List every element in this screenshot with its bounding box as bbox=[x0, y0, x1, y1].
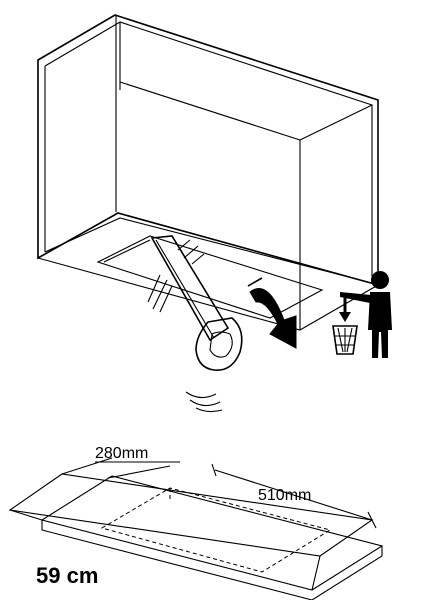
vibration-icon bbox=[185, 391, 223, 413]
arrow-icon bbox=[247, 277, 297, 349]
drop-arrow-icon bbox=[339, 298, 351, 322]
trash-bin-icon bbox=[332, 325, 358, 355]
cabinet-icon bbox=[36, 14, 380, 331]
width-dimension-label: 510mm bbox=[258, 487, 311, 504]
person-icon bbox=[340, 271, 392, 358]
depth-dimension-label: 280mm bbox=[95, 445, 148, 462]
size-label: 59 cm bbox=[36, 563, 98, 588]
saw-icon bbox=[147, 235, 243, 371]
panel-drawing bbox=[8, 457, 384, 600]
